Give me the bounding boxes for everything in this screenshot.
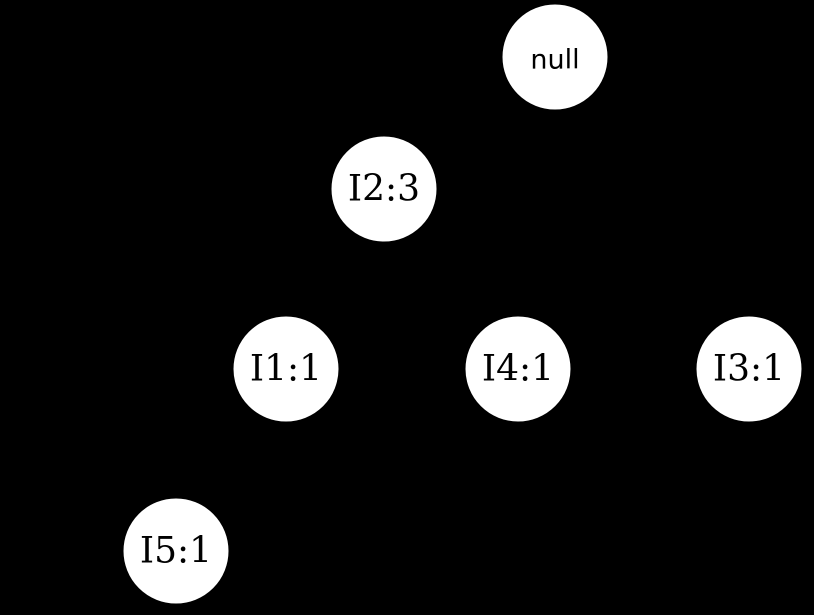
node-i5-label: I5:1	[140, 531, 212, 572]
node-root: null	[501, 3, 609, 111]
node-i2-circle	[330, 135, 438, 243]
node-i5: I5:1	[122, 497, 230, 605]
node-i1: I1:1	[232, 315, 340, 423]
node-root-circle	[501, 3, 609, 111]
node-i5-circle	[122, 497, 230, 605]
edge-i2-to-i3	[383, 188, 750, 370]
node-i2-label: I2:3	[348, 169, 420, 210]
node-i1-circle	[232, 315, 340, 423]
node-root-label: null	[530, 45, 579, 76]
edges-layer	[175, 56, 750, 552]
node-i3-label: I3:1	[713, 349, 785, 390]
node-i1-label: I1:1	[250, 349, 322, 390]
node-i2: I2:3	[330, 135, 438, 243]
node-i4-circle	[464, 315, 572, 423]
node-i3: I3:1	[695, 315, 803, 423]
node-i4: I4:1	[464, 315, 572, 423]
node-i3-circle	[695, 315, 803, 423]
node-i4-label: I4:1	[482, 349, 554, 390]
